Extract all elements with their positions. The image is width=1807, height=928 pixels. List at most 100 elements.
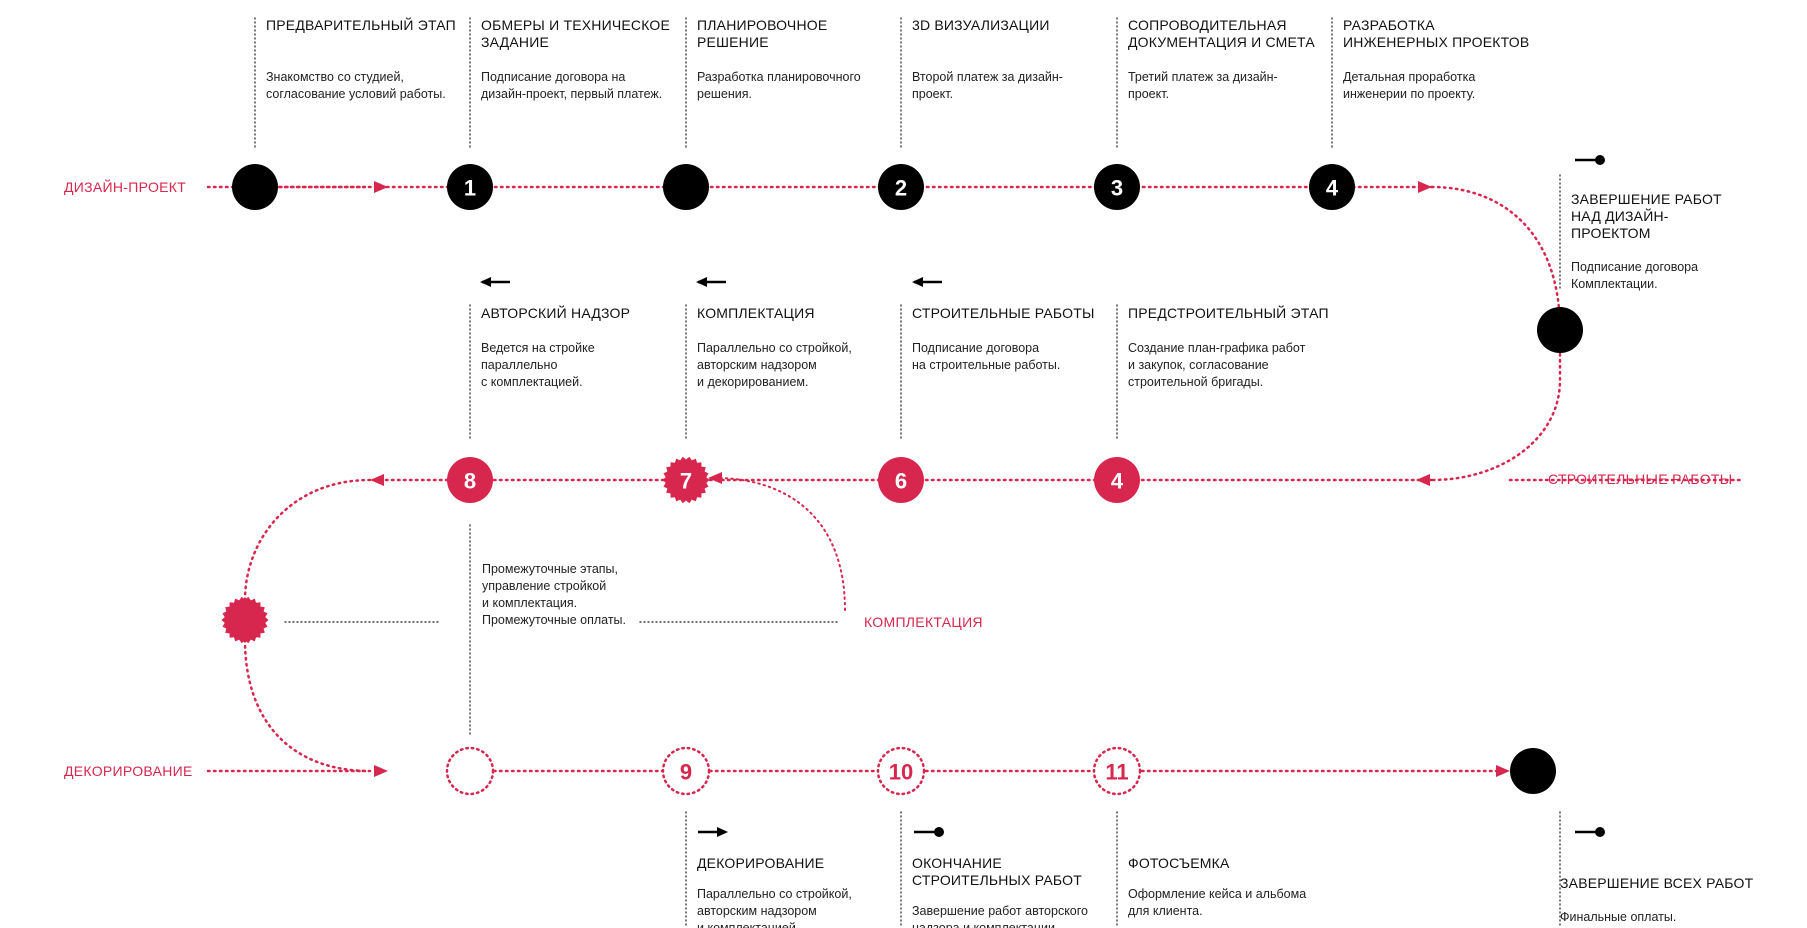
row2-node-7-label: 7: [680, 469, 692, 494]
equipment-arrow-icon: [708, 472, 722, 484]
row4-node-11: 11: [1092, 746, 1142, 796]
row4-node-11-circle: [1092, 746, 1142, 796]
final-node: [1510, 748, 1556, 794]
connector-lines: [206, 17, 1742, 928]
row1-step-5-desc: Третий платеж за дизайн-проект.: [1128, 70, 1278, 101]
row4-node-empty-circle: [445, 746, 495, 796]
row2-step-2-title: КОМПЛЕКТАЦИЯ: [697, 305, 815, 321]
final-title: ЗАВЕРШЕНИЕ ВСЕХ РАБОТ: [1560, 875, 1754, 891]
row1-node-6-label: 4: [1326, 176, 1339, 201]
row1-node-3: [663, 164, 709, 210]
final-node-circle: [1510, 748, 1556, 794]
row4-node-10-circle: [876, 746, 926, 796]
row1-node-4-label: 2: [895, 176, 907, 201]
mid-loop-node-circle: [221, 596, 269, 644]
step-texts: ДИЗАЙН-ПРОЕКТ СТРОИТЕЛЬНЫЕ РАБОТЫ КОМПЛЕКТ…: [64, 16, 1754, 928]
decor-start-arrow-icon: [374, 765, 388, 777]
row2-node-7-circle: [662, 456, 710, 504]
row4-node-9: 9: [661, 746, 711, 796]
row1-node-6: 4: [1309, 164, 1355, 210]
row4-node-empty: [445, 746, 495, 796]
row2-node-7: 7: [662, 456, 710, 504]
row2-step-4-title: ПРЕДСТРОИТЕЛЬНЫЙ ЭТАП: [1128, 304, 1329, 321]
row4-node-10-label: 10: [889, 760, 913, 785]
row4-node-9-circle: [661, 746, 711, 796]
row2-step-3-title: СТРОИТЕЛЬНЫЕ РАБОТЫ: [912, 305, 1095, 321]
row1-node-5-circle: [1094, 164, 1140, 210]
row2-node-6-label: 6: [895, 469, 907, 494]
row4-end-arrow-icon: [1496, 765, 1510, 777]
design-end-pin-icon: [1575, 155, 1605, 165]
row4-node-10: 10: [876, 746, 926, 796]
left-loop-bottom: [243, 638, 372, 773]
row1-node-4: 2: [878, 164, 924, 210]
row2-step-2-desc: Параллельно со стройкой,авторским надзор…: [697, 341, 852, 389]
row1-node-6-circle: [1309, 164, 1355, 210]
row2-node-8-label: 8: [464, 469, 476, 494]
row2-node-8: 8: [447, 457, 493, 503]
row2-node-4-label: 4: [1111, 469, 1124, 494]
equipment-curve: [719, 477, 846, 611]
row4-step-1-title: ДЕКОРИРОВАНИЕ: [697, 855, 824, 871]
row1-node-4-circle: [878, 164, 924, 210]
left-loop-top: [243, 478, 372, 602]
row1-node-2: 1: [447, 164, 493, 210]
row1-node-5: 3: [1094, 164, 1140, 210]
row1-node-5-label: 3: [1111, 176, 1123, 201]
track-label-design: ДИЗАЙН-ПРОЕКТ: [64, 178, 186, 195]
process-nodes: 1 2 3 4 8 7 6 4 9 10 11: [221, 155, 1605, 837]
row1-step-1-desc: Знакомство со студией,согласование услов…: [266, 70, 446, 101]
row4-node-9-label: 9: [680, 760, 692, 785]
construction-start-arrow-icon: [1416, 474, 1430, 486]
row2-node-8-circle: [447, 457, 493, 503]
row1-node-2-circle: [447, 164, 493, 210]
design-end-node: [1537, 307, 1583, 353]
row2-step-1-arrow-icon: [480, 277, 510, 287]
final-pin-icon: [1575, 827, 1605, 837]
row2-end-arrow-icon: [370, 474, 384, 486]
design-curve-bottom: [1430, 328, 1562, 482]
row4-step-1-arrow-icon: [698, 827, 728, 837]
row2-node-6: 6: [878, 457, 924, 503]
track-label-decor: ДЕКОРИРОВАНИЕ: [64, 763, 193, 779]
row1-node-2-label: 1: [464, 176, 476, 201]
row2-step-1-title: АВТОРСКИЙ НАДЗОР: [481, 304, 630, 321]
row1-node-3-circle: [663, 164, 709, 210]
row4-step-3-title: ФОТОСЪЕМКА: [1128, 855, 1230, 871]
row2-node-4-circle: [1094, 457, 1140, 503]
row1-step-1-title: ПРЕДВАРИТЕЛЬНЫЙ ЭТАП: [266, 16, 456, 33]
row2-node-4: 4: [1094, 457, 1140, 503]
track-label-equipment: КОМПЛЕКТАЦИЯ: [864, 614, 983, 630]
design-curve-top: [1430, 185, 1562, 332]
row4-step-1-desc: Параллельно со стройкой,авторским надзор…: [697, 887, 852, 928]
row2-step-3-arrow-icon: [912, 277, 942, 287]
row4-node-11-label: 11: [1105, 760, 1128, 785]
row4-step-2-pin-icon: [914, 827, 944, 837]
track-label-construction: СТРОИТЕЛЬНЫЕ РАБОТЫ: [1548, 471, 1732, 487]
mid-loop-node: [221, 596, 269, 644]
row2-step-2-arrow-icon: [696, 277, 726, 287]
final-desc: Финальные оплаты.: [1560, 910, 1676, 924]
row1-step-4-desc: Второй платеж за дизайн-проект.: [912, 70, 1063, 101]
design-end-node-circle: [1537, 307, 1583, 353]
row1-step-4-title: 3D ВИЗУАЛИЗАЦИИ: [912, 17, 1050, 33]
row1-node-1-circle: [232, 164, 278, 210]
row1-node-1: [232, 164, 278, 210]
